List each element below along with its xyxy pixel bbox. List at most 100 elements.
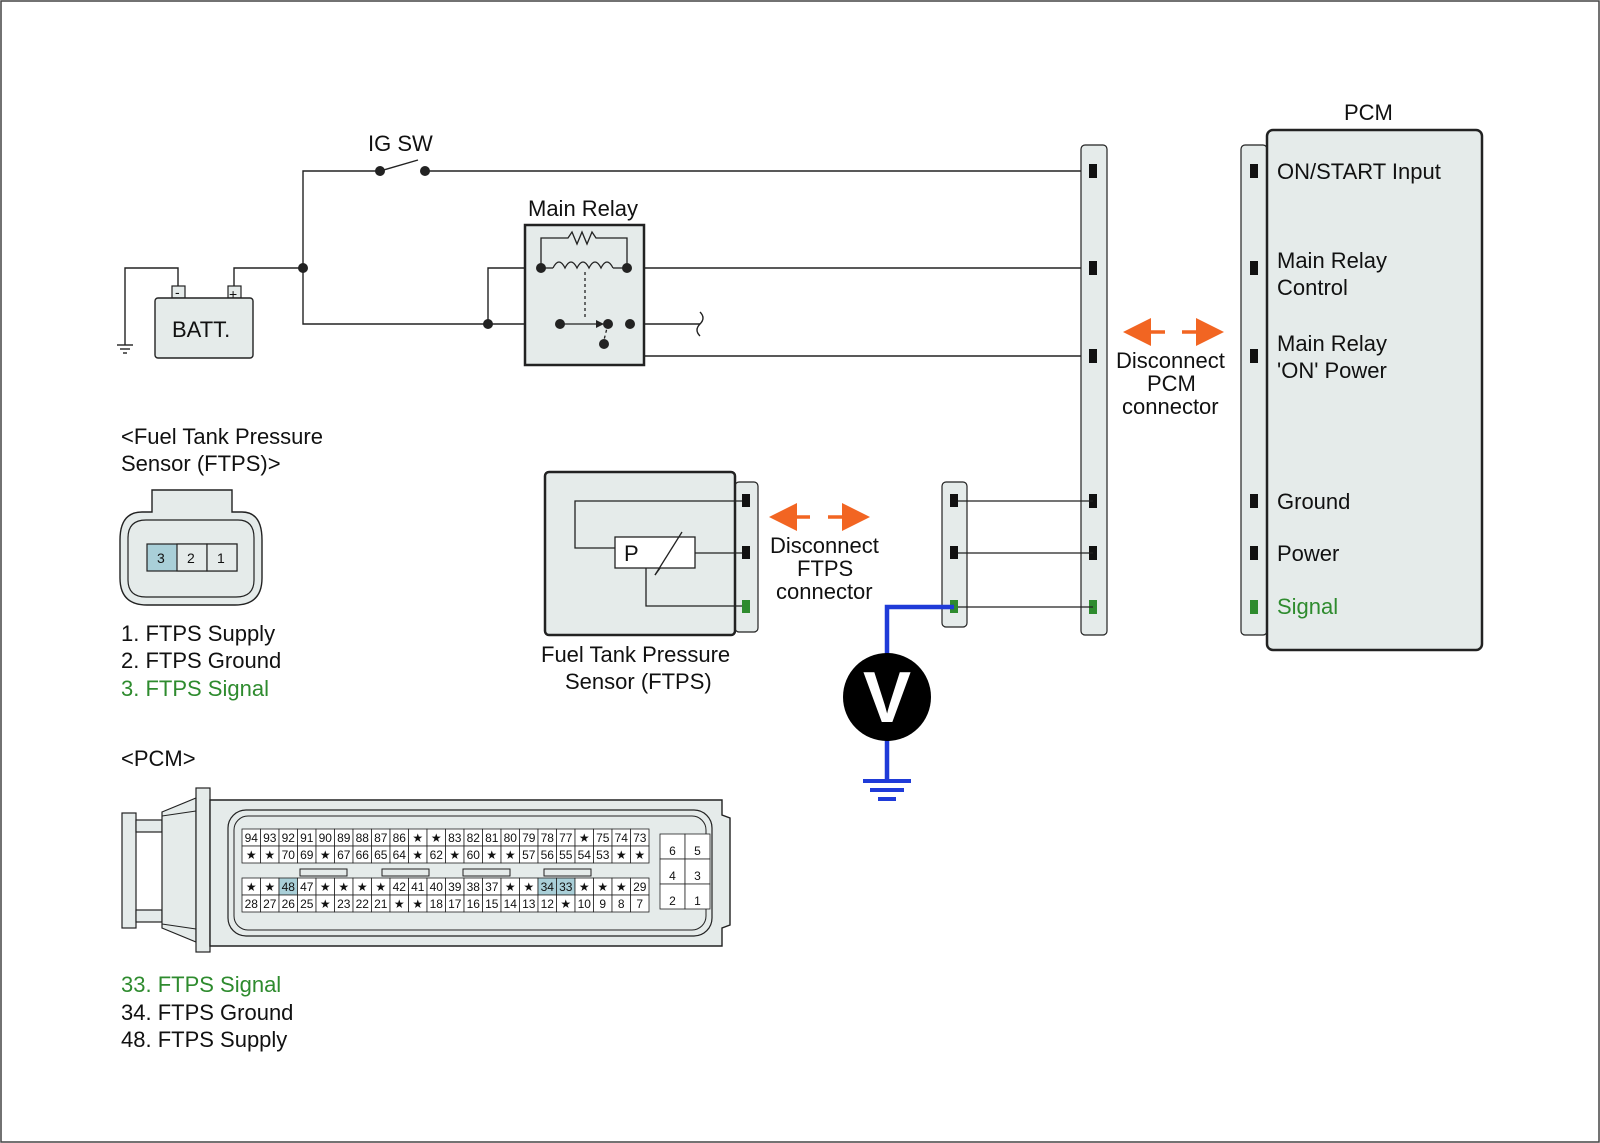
- pcm-pin-row1-8-label: 86: [393, 831, 407, 845]
- pcm-pin-row1-16-label: 78: [541, 831, 555, 845]
- pcm-pin-row1-19-label: 75: [596, 831, 610, 845]
- pcm-pin-row4-15-label: 13: [522, 897, 536, 911]
- ftps-pin-1: 1: [217, 550, 225, 566]
- pcm-pin-row1-5-label: 89: [337, 831, 351, 845]
- pcm-pin-row2-13-label: ★: [486, 848, 497, 862]
- pcm-pin-signal: Signal: [1277, 594, 1338, 619]
- pcm-side-pin-1-0-cell: [659, 858, 686, 885]
- junction-dot: [483, 319, 493, 329]
- pcm-pin-row2-11-label: ★: [449, 848, 460, 862]
- pcm-heading: <PCM>: [121, 746, 196, 771]
- pcm-pin-row2-10-label: 62: [430, 848, 444, 862]
- main-relay-label: Main Relay: [528, 196, 638, 221]
- pcm-pin-row3-19-label: ★: [597, 880, 608, 894]
- pcm-pin-row1-18-label: ★: [579, 831, 590, 845]
- pcm-pin-row3-12-label: 38: [467, 880, 481, 894]
- pcm-pin-row4-4-label: ★: [320, 897, 331, 911]
- pcm-module: PCM ON/START Input Main Relay Control Ma…: [1265, 100, 1484, 652]
- pcm-pin-row4-21-label: 7: [636, 897, 643, 911]
- pcm-pin-row3-0-label: ★: [246, 880, 257, 894]
- ig-sw-contact-b: [420, 166, 430, 176]
- pcm-pin-row1-20-label: 74: [615, 831, 629, 845]
- pcm-pin-row1-17-label: 77: [559, 831, 573, 845]
- pcm-pin-main-relay-on-1: Main Relay: [1277, 331, 1387, 356]
- sensor-label-1: Fuel Tank Pressure: [541, 642, 730, 667]
- pcm-pin-row2-2-label: 70: [282, 848, 296, 862]
- pcm-title: PCM: [1344, 100, 1393, 125]
- voltmeter-symbol: V: [863, 658, 911, 738]
- pcm-pin-row3-14-label: ★: [505, 880, 516, 894]
- pcm-pin-row3-17-label: 33: [559, 880, 573, 894]
- pcm-pin-row4-0-label: 28: [245, 897, 259, 911]
- pcm-pin-row2-1-label: ★: [264, 848, 275, 862]
- pcm-pin-row3-11-label: 39: [448, 880, 462, 894]
- disconnect-pcm-label-1: Disconnect: [1116, 348, 1225, 373]
- pcm-pin-row4-20-label: 8: [618, 897, 625, 911]
- pcm-pin-ground: Ground: [1277, 489, 1350, 514]
- pcm-pin-row1-3-label: 91: [300, 831, 314, 845]
- pcm-pin-row2-19-label: 53: [596, 848, 610, 862]
- pcm-pin-row4-19-label: 9: [599, 897, 606, 911]
- disconnect-ftps-label-3: connector: [776, 579, 873, 604]
- disconnect-pcm-label-2: PCM: [1147, 371, 1196, 396]
- pcm-pin-row3-5-label: ★: [338, 880, 349, 894]
- pcm-side-pin-0-0-label: 6: [669, 844, 676, 858]
- pcm-pin-row2-12-label: 60: [467, 848, 481, 862]
- pcm-pin-row1-21-label: 73: [633, 831, 647, 845]
- pcm-pin-row3-7-label: ★: [375, 880, 386, 894]
- pcm-pin-row2-9-label: ★: [412, 848, 423, 862]
- pcm-pin-row4-13-label: 15: [485, 897, 499, 911]
- pcm-pin-row4-16-label: 12: [541, 897, 555, 911]
- ftps-legend-1: 1. FTPS Supply: [121, 621, 275, 646]
- pcm-pin-row3-3-label: 47: [300, 880, 314, 894]
- pcm-legend-2: 34. FTPS Ground: [121, 1000, 293, 1025]
- pcm-pin-row4-1-label: 27: [263, 897, 277, 911]
- pcm-legend-3: 48. FTPS Supply: [121, 1027, 287, 1052]
- pcm-pin-row2-15-label: 57: [522, 848, 536, 862]
- pcm-side-pin-2-1-cell: [684, 883, 711, 910]
- pcm-pin-row1-15-label: 79: [522, 831, 536, 845]
- pcm-pin-row3-2-label: 48: [282, 880, 296, 894]
- pcm-pin-row1-6-label: 88: [356, 831, 370, 845]
- main-relay: Main Relay: [523, 196, 646, 367]
- battery-pos-symbol: +: [229, 286, 237, 302]
- disconnect-pcm-label-3: connector: [1122, 394, 1219, 419]
- pcm-pin-row4-21-cell: [630, 894, 650, 913]
- pcm-pin-row3-18-label: ★: [579, 880, 590, 894]
- ftps-legend-3: 3. FTPS Signal: [121, 676, 269, 701]
- pcm-pin-row4-3-label: 25: [300, 897, 314, 911]
- pcm-pin-row4-18-label: 10: [578, 897, 592, 911]
- pcm-pin-row2-3-label: 69: [300, 848, 314, 862]
- ftps-pin-3: 3: [157, 550, 165, 566]
- pcm-pin-row1-10-label: ★: [431, 831, 442, 845]
- pcm-pin-row1-1-label: 93: [263, 831, 277, 845]
- disconnect-ftps-label-1: Disconnect: [770, 533, 879, 558]
- pcm-pin-row4-12-label: 16: [467, 897, 481, 911]
- pcm-pin-row1-4-label: 90: [319, 831, 333, 845]
- pcm-pin-row1-9-label: ★: [412, 831, 423, 845]
- ftps-pin-2: 2: [187, 550, 195, 566]
- voltmeter: V: [843, 604, 954, 801]
- pcm-pin-row3-6-label: ★: [357, 880, 368, 894]
- pcm-pin-row3-21-label: 29: [633, 880, 647, 894]
- pcm-side-pins: [1250, 164, 1258, 614]
- pcm-pin-row3-10-label: 40: [430, 880, 444, 894]
- pcm-pin-row2-5-label: 67: [337, 848, 351, 862]
- pcm-pin-row3-16-label: 34: [541, 880, 555, 894]
- pcm-pin-row1-7-label: 87: [374, 831, 388, 845]
- pcm-pin-row4-7-label: 21: [374, 897, 388, 911]
- pcm-pin-main-relay-control-2: Control: [1277, 275, 1348, 300]
- pcm-pin-row2-21-label: ★: [634, 848, 645, 862]
- pcm-pin-row2-21-cell: [630, 845, 650, 864]
- pcm-pin-on-start: ON/START Input: [1277, 159, 1441, 184]
- pcm-side-pin-2-0-label: 2: [669, 894, 676, 908]
- pcm-pin-row1-2-label: 92: [282, 831, 296, 845]
- pcm-pin-row3-4-label: ★: [320, 880, 331, 894]
- ftps-legend-2: 2. FTPS Ground: [121, 648, 281, 673]
- pcm-pin-main-relay-control-1: Main Relay: [1277, 248, 1387, 273]
- pcm-pin-row2-8-label: 64: [393, 848, 407, 862]
- ftps-heading-1: <Fuel Tank Pressure: [121, 424, 323, 449]
- pcm-pin-row4-6-label: 22: [356, 897, 370, 911]
- pcm-side-pin-1-0-label: 4: [669, 869, 676, 883]
